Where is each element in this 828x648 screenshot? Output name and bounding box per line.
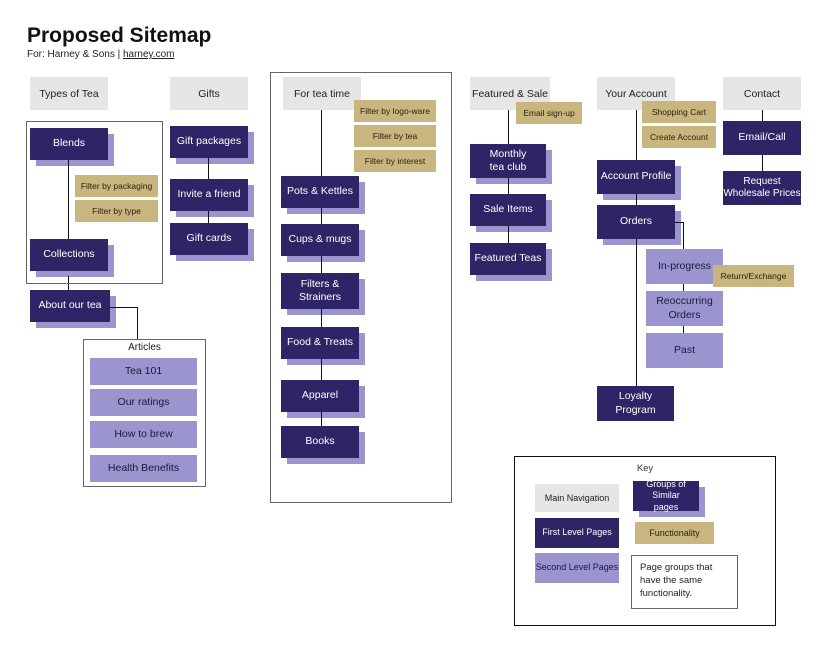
invite-a-friend-page[interactable]: Invite a friend — [170, 179, 254, 217]
connector-line — [68, 276, 69, 294]
food-treats-page[interactable]: Food & Treats — [281, 327, 365, 365]
wholesale-prices-page[interactable]: Request Wholesale Prices — [723, 171, 801, 205]
key-same-functionality-box: Page groups that have the same functiona… — [631, 555, 738, 609]
pots-kettles-page[interactable]: Pots & Kettles — [281, 176, 365, 214]
featured-teas-page[interactable]: Featured Teas — [470, 243, 552, 281]
key-second-level-pages: Second Level Pages — [535, 553, 619, 583]
connector-line — [683, 222, 684, 352]
connector-line — [110, 307, 138, 308]
shopping-cart: Shopping Cart — [642, 101, 716, 123]
types-group-frame — [26, 121, 163, 284]
gift-cards-page[interactable]: Gift cards — [170, 223, 254, 261]
connector-line — [68, 152, 69, 252]
apparel-page[interactable]: Apparel — [281, 380, 365, 418]
reoccurring-orders-page[interactable]: Reoccurring Orders — [646, 291, 723, 326]
key-functionality: Functionality — [635, 522, 714, 544]
article-our-ratings[interactable]: Our ratings — [90, 389, 197, 416]
monthly-tea-club-page[interactable]: Monthly tea club — [470, 144, 552, 184]
subtitle-link[interactable]: harney.com — [122, 49, 175, 60]
nav-gifts[interactable]: Gifts — [170, 77, 248, 110]
account-profile-page[interactable]: Account Profile — [597, 160, 681, 200]
teatime-frame — [270, 72, 452, 503]
key-groups-of-similar-pages: Groups of Similar pages — [633, 479, 705, 517]
email-sign-up: Email sign-up — [516, 102, 582, 124]
nav-your-account[interactable]: Your Account — [597, 77, 675, 110]
nav-for-tea-time[interactable]: For tea time — [283, 77, 361, 110]
connector-line — [137, 307, 138, 340]
articles-frame — [83, 339, 206, 487]
key-main-navigation: Main Navigation — [535, 484, 619, 512]
nav-contact[interactable]: Contact — [723, 77, 801, 110]
page-title: Proposed Sitemap — [27, 24, 212, 47]
return-exchange: Return/Exchange — [713, 265, 794, 287]
orders-page[interactable]: Orders — [597, 205, 681, 245]
filter-by-packaging: Filter by packaging — [75, 175, 158, 197]
connector-line — [508, 110, 509, 260]
filter-by-type: Filter by type — [75, 200, 158, 222]
connector-line — [636, 110, 637, 400]
cups-mugs-page[interactable]: Cups & mugs — [281, 224, 365, 262]
key-first-level-pages: First Level Pages — [535, 518, 619, 548]
nav-types-of-tea[interactable]: Types of Tea — [30, 77, 108, 110]
nav-featured-sale[interactable]: Featured & Sale — [470, 77, 550, 110]
article-tea-101[interactable]: Tea 101 — [90, 358, 197, 385]
loyalty-program-page[interactable]: Loyalty Program — [597, 386, 674, 421]
connector-line — [674, 222, 684, 223]
blends-page[interactable]: Blends — [30, 128, 114, 166]
subtitle-prefix: For: Harney & Sons | — [27, 49, 123, 60]
email-call-page[interactable]: Email/Call — [723, 121, 801, 155]
articles-title: Articles — [128, 342, 161, 353]
filter-by-logo-ware: Filter by logo-ware — [354, 100, 436, 122]
key-title: Key — [636, 463, 654, 474]
page-subtitle: For: Harney & Sons | harney.com — [27, 49, 174, 60]
collections-page[interactable]: Collections — [30, 239, 114, 277]
about-our-tea-page[interactable]: About our tea — [30, 290, 116, 328]
filter-by-interest: Filter by interest — [354, 150, 436, 172]
create-account: Create Account — [642, 126, 716, 148]
filters-strainers-page[interactable]: Filters & Strainers — [281, 273, 365, 315]
sale-items-page[interactable]: Sale Items — [470, 194, 552, 232]
article-how-to-brew[interactable]: How to brew — [90, 421, 197, 448]
key-frame — [514, 456, 776, 626]
article-health-benefits[interactable]: Health Benefits — [90, 455, 197, 482]
gift-packages-page[interactable]: Gift packages — [170, 126, 254, 164]
books-page[interactable]: Books — [281, 426, 365, 464]
past-orders-page[interactable]: Past — [646, 333, 723, 368]
key-same-functionality-text: Page groups that have the same functiona… — [640, 562, 713, 599]
in-progress-page[interactable]: In-progress — [646, 249, 723, 284]
filter-by-tea: Filter by tea — [354, 125, 436, 147]
